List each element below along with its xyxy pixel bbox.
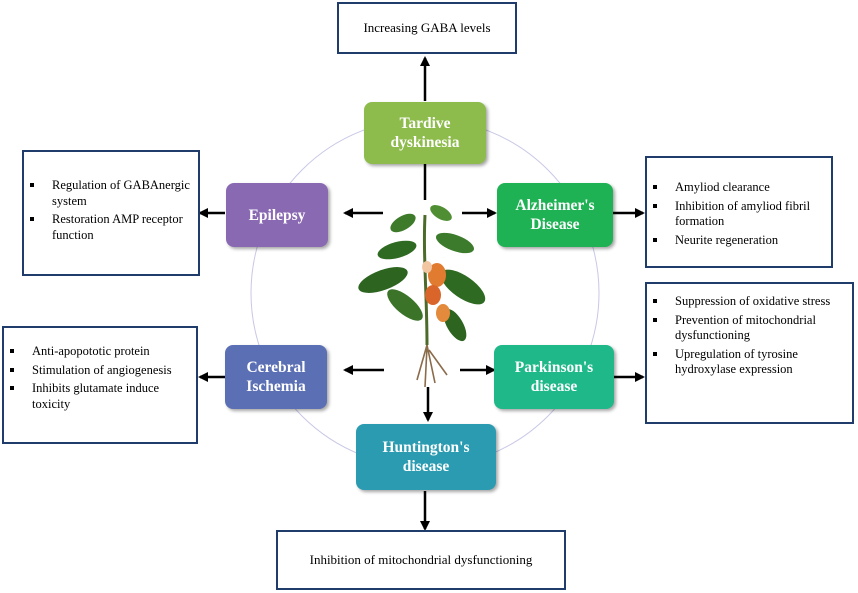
effect-item: Upregulation of tyrosine hydroxylase exp… xyxy=(647,347,852,378)
effect-item: Inhibits glutamate induce toxicity xyxy=(4,381,196,412)
epilepsy-effect-list: Regulation of GABAnergic system Restorat… xyxy=(24,178,198,243)
epilepsy-effect-box: Regulation of GABAnergic system Restorat… xyxy=(22,150,200,276)
effect-item: Inhibition of amyliod fibril formation xyxy=(647,199,831,230)
effect-item: Anti-apopototic protein xyxy=(4,344,196,360)
parkinson-effect-box: Suppression of oxidative stress Preventi… xyxy=(645,282,854,424)
huntington-effect-box: Inhibition of mitochondrial dysfunctioni… xyxy=(276,530,566,590)
parkinsons-disease-node: Parkinson's disease xyxy=(494,345,614,409)
effect-item: Prevention of mitochondrial dysfunctioni… xyxy=(647,313,852,344)
alzheimer-effect-box: Amyliod clearance Inhibition of amyliod … xyxy=(645,156,833,268)
effect-item: Regulation of GABAnergic system xyxy=(24,178,198,209)
effect-item: Suppression of oxidative stress xyxy=(647,294,852,310)
tardive-effect-box: Increasing GABA levels xyxy=(337,2,517,54)
ischemia-effect-list: Anti-apopototic protein Stimulation of a… xyxy=(4,344,196,412)
effect-item: Stimulation of angiogenesis xyxy=(4,363,196,379)
alzheimers-disease-node: Alzheimer's Disease xyxy=(497,183,613,247)
effect-item: Amyliod clearance xyxy=(647,180,831,196)
effect-item: Neurite regeneration xyxy=(647,233,831,249)
plant-illustration xyxy=(358,205,486,388)
tardive-dyskinesia-node: Tardive dyskinesia xyxy=(364,102,486,164)
alzheimer-effect-list: Amyliod clearance Inhibition of amyliod … xyxy=(647,180,831,248)
parkinson-effect-list: Suppression of oxidative stress Preventi… xyxy=(647,294,852,378)
epilepsy-node: Epilepsy xyxy=(226,183,328,247)
effect-item: Restoration AMP receptor function xyxy=(24,212,198,243)
cerebral-ischemia-node: Cerebral Ischemia xyxy=(225,345,327,409)
huntingtons-disease-node: Huntington's disease xyxy=(356,424,496,490)
ischemia-effect-box: Anti-apopototic protein Stimulation of a… xyxy=(2,326,198,444)
